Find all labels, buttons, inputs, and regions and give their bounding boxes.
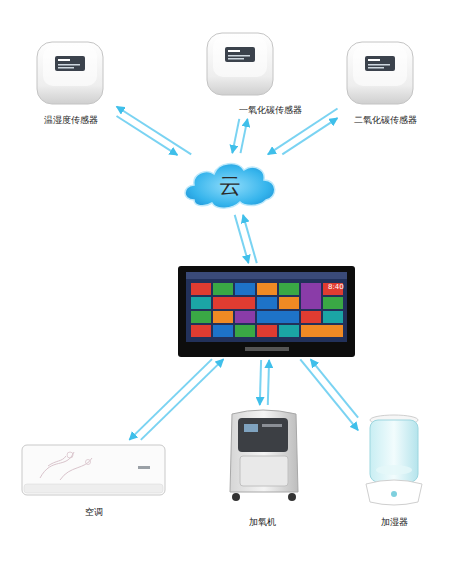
device-label: 加氧机 [222,517,302,528]
data-flow-arrow [282,118,337,154]
data-flow-arrow [268,360,269,405]
air-conditioner [22,445,165,495]
data-flow-arrow [232,119,239,153]
panel-node: 8:40 [178,266,355,357]
data-flow-arrow [300,359,358,430]
data-flow-arrow [311,359,359,417]
cloud-label: 云 [180,173,280,199]
data-flow-arrow [129,359,212,440]
touch-panel [178,266,355,357]
sensor-node: 温湿度传感器 [28,38,114,126]
oxygen-machine [230,410,298,501]
device-node: 空调 [20,442,168,518]
sensor-node: 二氧化碳传感器 [340,38,430,126]
device-label: 空调 [20,507,168,518]
device-label: 一氧化碳传感器 [200,105,306,116]
data-flow-arrow [235,215,249,263]
sensor-node: 一氧化碳传感器 [200,29,306,116]
cloud-node: 云 [180,156,280,212]
data-flow-arrow [241,119,248,153]
device-node: 加湿器 [360,408,428,528]
device-label: 二氧化碳传感器 [340,115,430,126]
data-flow-arrow [141,359,224,440]
data-flow-arrow [117,107,192,155]
data-flow-arrow [243,215,257,263]
data-flow-arrow [260,360,261,405]
device-label: 温湿度传感器 [28,115,114,126]
device-node: 加氧机 [222,408,302,528]
data-flow-arrow [117,116,178,155]
device-label: 加湿器 [360,517,428,528]
screen-clock: 8:40 [328,283,344,291]
humidifier [366,415,422,505]
data-flow-arrow [268,109,338,155]
